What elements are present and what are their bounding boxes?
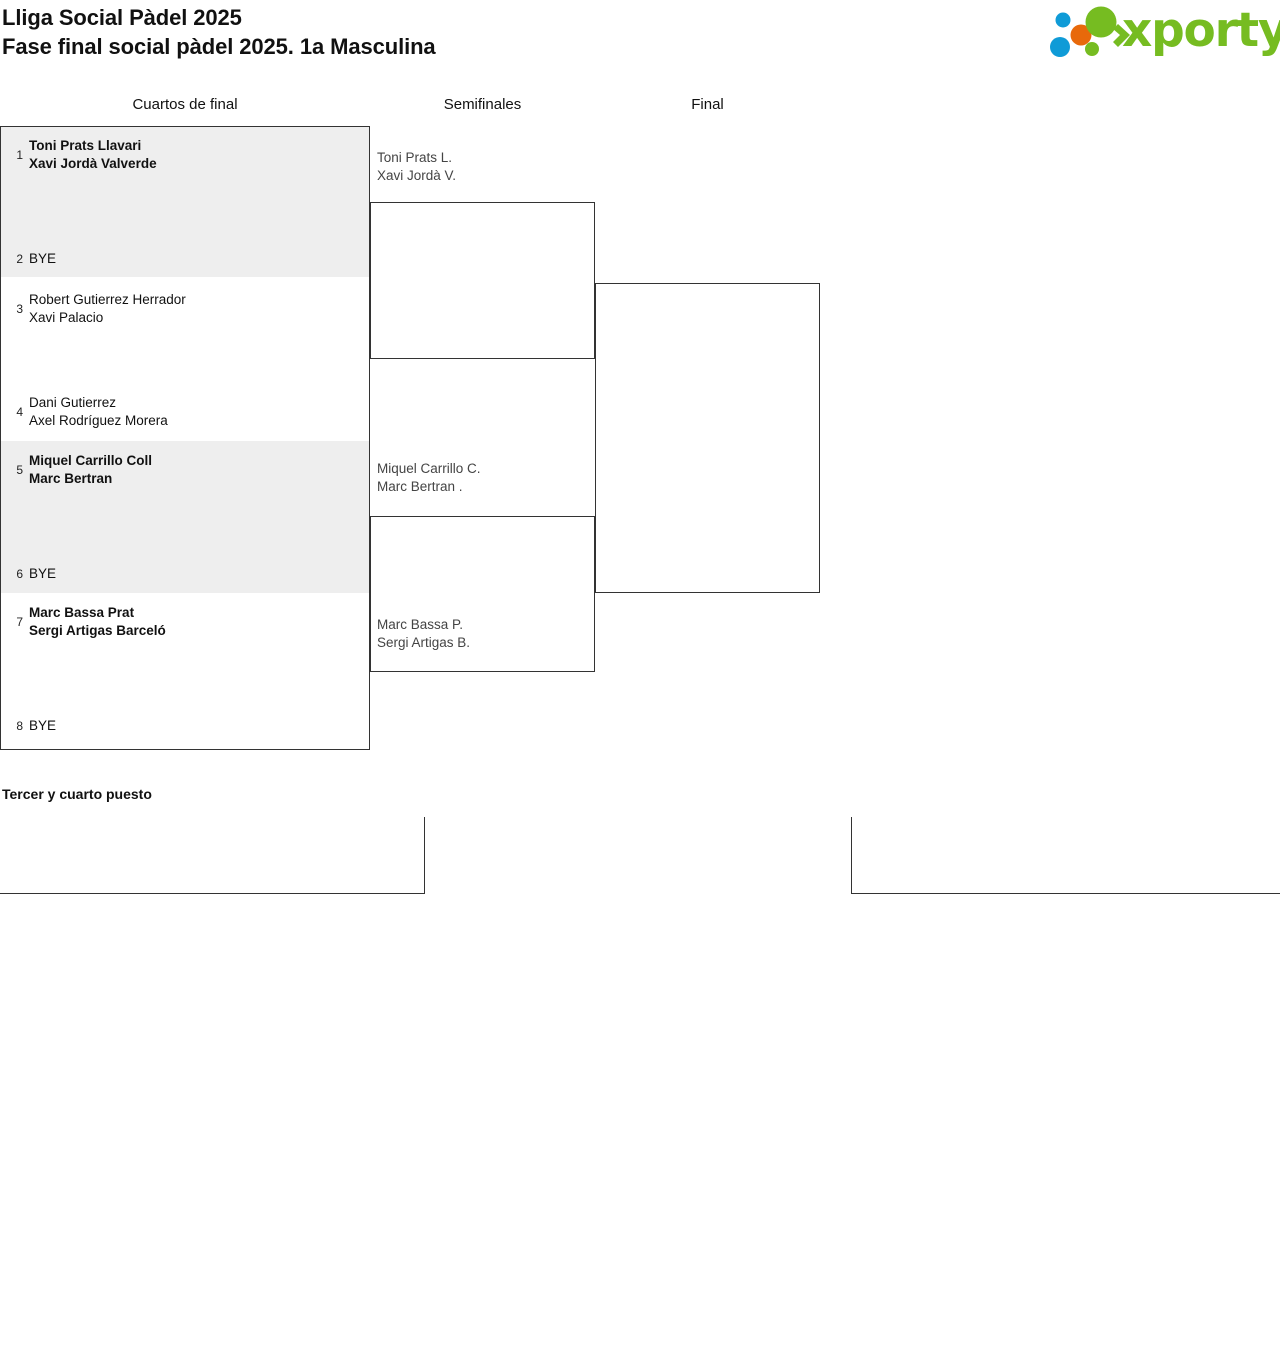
player-name: Sergi Artigas Barceló <box>29 623 166 638</box>
player-name: Marc Bassa Prat <box>29 605 135 620</box>
title-block: Lliga Social Pàdel 2025 Fase final socia… <box>2 3 902 61</box>
player-name: Marc Bassa P. <box>377 617 464 632</box>
player-name: Miquel Carrillo C. <box>377 461 481 476</box>
seed-number: 7 <box>16 615 23 629</box>
team-names: Dani Gutierrez Axel Rodríguez Morera <box>27 394 371 430</box>
player-name: Dani Gutierrez <box>29 395 117 410</box>
connector-box-final[interactable] <box>595 283 820 593</box>
seed-number: 1 <box>16 148 23 162</box>
match-slot[interactable]: 6 BYE <box>1 554 371 594</box>
xporty-logo-dots-icon <box>1050 6 1130 57</box>
match-box-qf-3[interactable]: 5 Miquel Carrillo Coll Marc Bertran 6 BY… <box>0 441 370 594</box>
third-place-title: Tercer y cuarto puesto <box>2 786 152 802</box>
player-name: Toni Prats L. <box>377 150 453 165</box>
advancing-team-sf-4: Marc Bassa P. Sergi Artigas B. <box>377 616 470 652</box>
seed-number: 5 <box>16 463 23 477</box>
player-name: Miquel Carrillo Coll <box>29 453 153 468</box>
advancing-team-sf-1: Toni Prats L. Xavi Jordà V. <box>377 149 456 185</box>
seed-number: 2 <box>16 252 23 266</box>
player-name: Robert Gutierrez Herrador <box>29 292 186 307</box>
player-name: Toni Prats Llavari <box>29 138 142 153</box>
match-slot[interactable]: 5 Miquel Carrillo Coll Marc Bertran <box>1 450 371 490</box>
match-slot[interactable]: 7 Marc Bassa Prat Sergi Artigas Barceló <box>1 602 371 642</box>
connector-box-sf-2[interactable] <box>370 516 595 672</box>
round-header-semifinals: Semifinales <box>443 96 522 113</box>
seed-number: 3 <box>16 302 23 316</box>
seed-number: 8 <box>16 719 23 733</box>
bye-label: BYE <box>29 251 57 266</box>
team-names: Miquel Carrillo Coll Marc Bertran <box>27 452 371 488</box>
team-names: BYE <box>27 250 371 268</box>
team-names: BYE <box>27 565 371 583</box>
connector-box-sf-1[interactable] <box>370 202 595 359</box>
seed-number: 4 <box>16 405 23 419</box>
player-name: Xavi Jordà V. <box>377 168 457 183</box>
match-slot[interactable]: 1 Toni Prats Llavari Xavi Jordà Valverde <box>1 135 371 175</box>
tournament-title: Lliga Social Pàdel 2025 <box>2 5 242 30</box>
match-slot[interactable]: 2 BYE <box>1 239 371 279</box>
seed-number: 6 <box>16 567 23 581</box>
player-name: Marc Bertran <box>29 471 113 486</box>
player-name: Marc Bertran . <box>377 479 463 494</box>
team-names: Robert Gutierrez Herrador Xavi Palacio <box>27 291 371 327</box>
team-names: Marc Bassa Prat Sergi Artigas Barceló <box>27 604 371 640</box>
xporty-wordmark: xporty <box>1122 3 1280 58</box>
bye-label: BYE <box>29 566 57 581</box>
advancing-team-sf-3: Miquel Carrillo C. Marc Bertran . <box>377 460 481 496</box>
match-box-qf-1[interactable]: 1 Toni Prats Llavari Xavi Jordà Valverde… <box>0 126 370 278</box>
third-place-bracket-left[interactable] <box>0 817 425 894</box>
third-place-bracket-right[interactable] <box>851 817 1280 894</box>
team-names: Toni Prats Llavari Xavi Jordà Valverde <box>27 137 371 173</box>
match-box-qf-4[interactable]: 7 Marc Bassa Prat Sergi Artigas Barceló … <box>0 593 370 750</box>
round-header-quarterfinals: Cuartos de final <box>132 96 238 113</box>
team-names: BYE <box>27 717 371 735</box>
match-slot[interactable]: 4 Dani Gutierrez Axel Rodríguez Morera <box>1 392 371 432</box>
match-box-qf-2[interactable]: 3 Robert Gutierrez Herrador Xavi Palacio… <box>0 277 370 442</box>
bracket-tree: 1 Toni Prats Llavari Xavi Jordà Valverde… <box>0 126 1280 766</box>
xporty-logo[interactable]: xporty <box>1044 3 1280 62</box>
match-slot[interactable]: 8 BYE <box>1 706 371 746</box>
round-header-final: Final <box>691 96 724 113</box>
player-name: Sergi Artigas B. <box>377 635 471 650</box>
match-slot[interactable]: 3 Robert Gutierrez Herrador Xavi Palacio <box>1 289 371 329</box>
player-name: Axel Rodríguez Morera <box>29 413 168 428</box>
player-name: Xavi Palacio <box>29 310 104 325</box>
player-name: Xavi Jordà Valverde <box>29 156 157 171</box>
bye-label: BYE <box>29 718 57 733</box>
page-header: Lliga Social Pàdel 2025 Fase final socia… <box>0 0 1280 90</box>
tournament-subtitle: Fase final social pàdel 2025. 1a Masculi… <box>2 34 436 59</box>
